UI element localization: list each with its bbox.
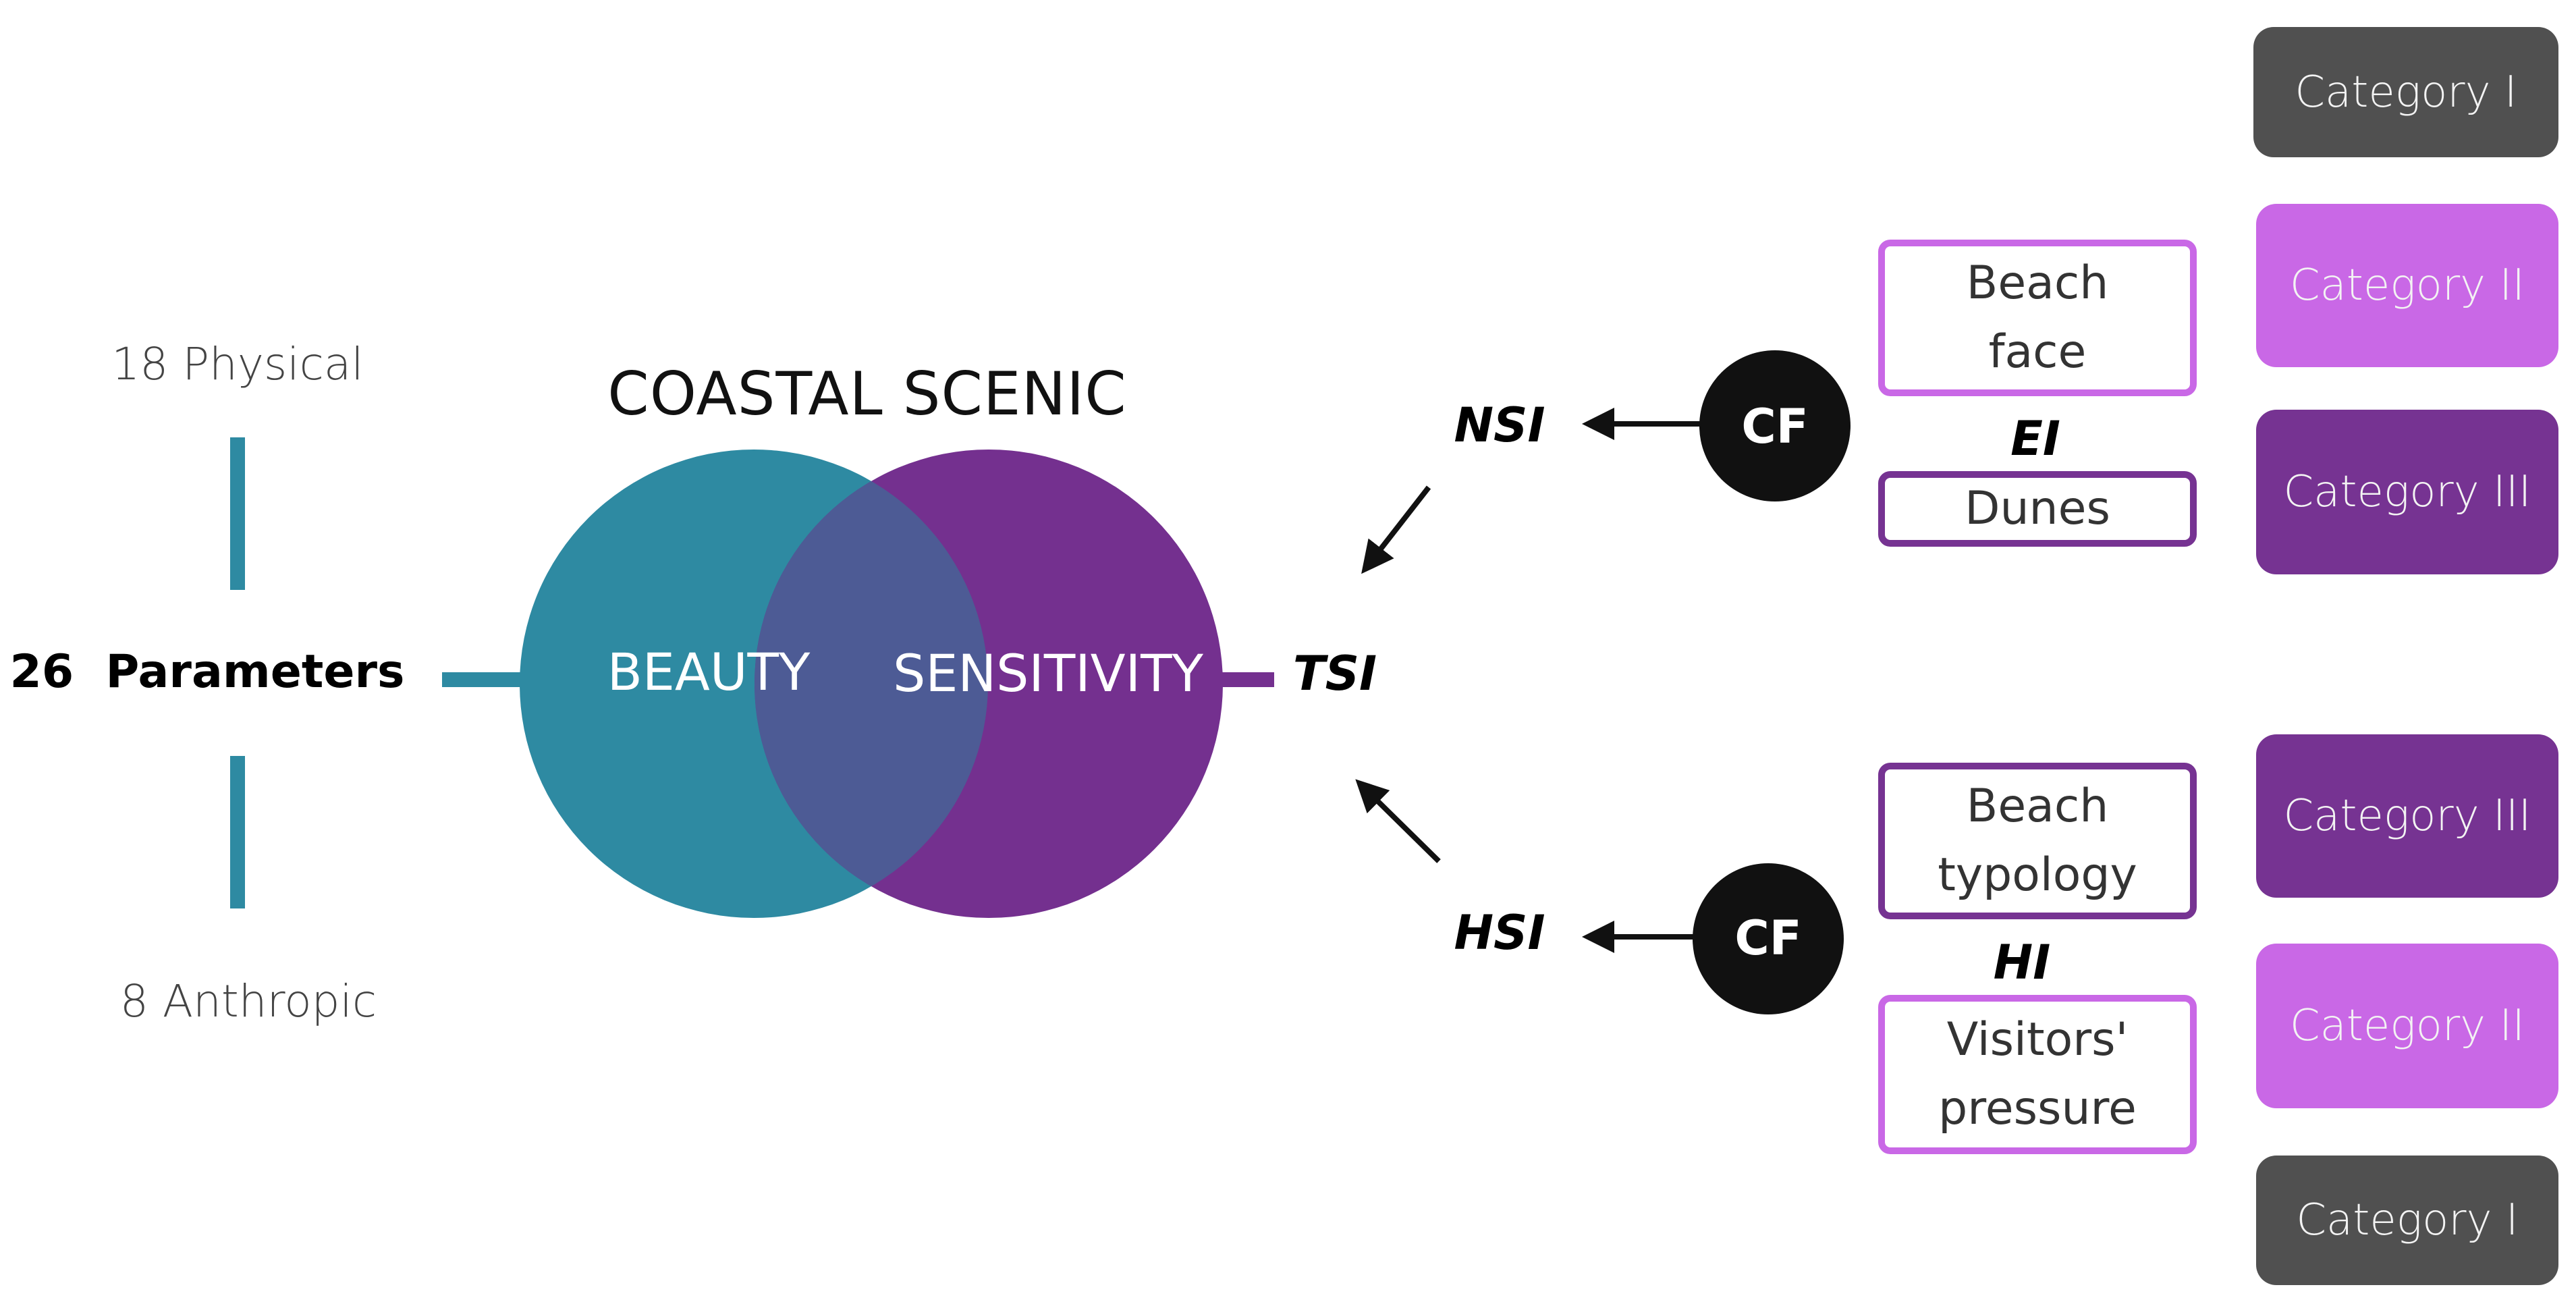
beauty-label: BEAUTY [607, 642, 811, 702]
anthropic-connector-line [230, 756, 245, 908]
visitors-pressure-box: Visitors' pressure [1878, 995, 2197, 1154]
anthropic-parameters-label: 8 Anthropic [119, 975, 377, 1027]
category-box-4: Category III [2256, 734, 2558, 898]
hi-label: HI [1993, 935, 2051, 990]
tsi-label: TSI [1292, 646, 1377, 701]
total-parameters-number: 26 [9, 645, 74, 699]
total-parameters-label: 26 Parameters [10, 649, 405, 695]
category-box-5: Category II [2256, 944, 2558, 1108]
category-box-1: Category I [2253, 27, 2558, 157]
beach-typology-line1: Beach [1966, 780, 2109, 833]
cf-circle-top [1699, 350, 1851, 501]
nsi-label: NSI [1454, 398, 1545, 453]
physical-parameters-label: 18 Physical [111, 338, 364, 390]
parameters-connector-line [442, 672, 523, 687]
visitors-pressure-line1: Visitors' [1946, 1013, 2129, 1066]
category-box-2: Category II [2256, 204, 2558, 367]
dunes-box: Dunes [1878, 471, 2197, 547]
physical-connector-line [230, 437, 245, 590]
category-box-6: Category I [2256, 1156, 2558, 1285]
beach-typology-line2: typology [1938, 848, 2137, 902]
cf-label-top: CF [1741, 399, 1809, 454]
overlap-region [755, 450, 988, 918]
cf-circle-bottom [1693, 863, 1844, 1014]
beach-typology-box: Beach typology [1878, 763, 2197, 919]
tsi-connector-line [1220, 672, 1274, 687]
beach-face-line2: face [1988, 325, 2087, 379]
hsi-label: HSI [1454, 905, 1545, 960]
cf-label-bottom: CF [1734, 911, 1802, 966]
diagram-title: COASTAL SCENIC [607, 359, 1127, 429]
total-parameters-text: Parameters [105, 645, 405, 699]
category-box-3: Category III [2256, 410, 2558, 574]
visitors-pressure-line2: pressure [1938, 1082, 2137, 1135]
nsi-to-tsi-arrow [1361, 485, 1431, 574]
sensitivity-label: SENSITIVITY [893, 643, 1203, 703]
beach-face-box: Beach face [1878, 240, 2197, 396]
ei-label: EI [2010, 411, 2060, 466]
beach-face-line1: Beach [1966, 256, 2109, 310]
hsi-to-tsi-arrow [1355, 779, 1441, 863]
